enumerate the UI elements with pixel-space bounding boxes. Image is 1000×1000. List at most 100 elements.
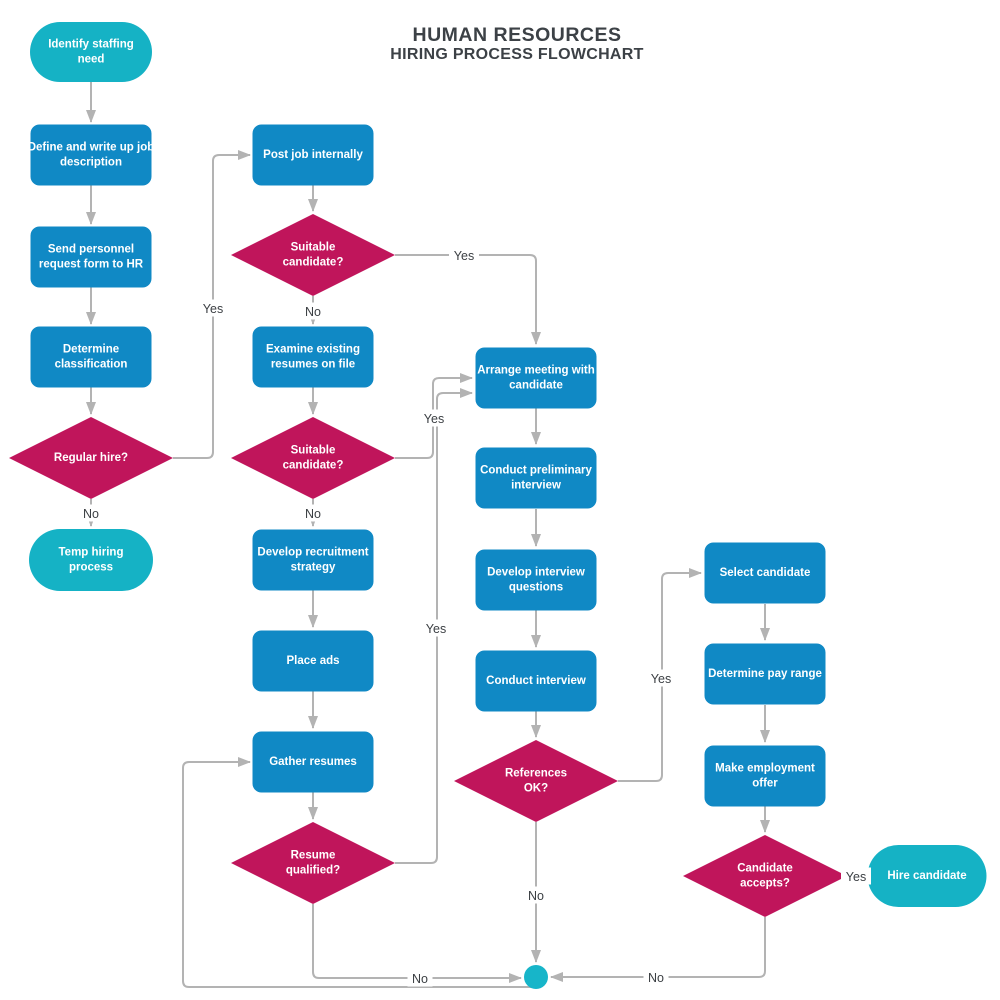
process-shape bbox=[30, 124, 152, 186]
edge-label-bg bbox=[407, 969, 433, 987]
process-shape bbox=[30, 226, 152, 288]
node-label: Hire candidate bbox=[887, 870, 966, 882]
edge-resume-qualified-no bbox=[312, 904, 522, 983]
process-shape bbox=[475, 650, 597, 712]
edge-label-bg bbox=[449, 246, 479, 264]
node-label: Gather resumes bbox=[269, 756, 357, 768]
edge-label-bg bbox=[646, 669, 676, 687]
edge-label-regular-hire-no: No bbox=[78, 504, 104, 522]
decision-shape bbox=[454, 740, 618, 822]
decision-shape bbox=[9, 417, 173, 499]
process-shape bbox=[475, 549, 597, 611]
process-shape bbox=[475, 347, 597, 409]
process-shape bbox=[704, 643, 826, 705]
process-shape bbox=[252, 731, 374, 793]
process-shape bbox=[475, 447, 597, 509]
edge-label-suitable2-yes: Yes bbox=[419, 409, 449, 427]
node-label: Regular hire? bbox=[54, 452, 128, 464]
edge-label-suitable1-yes: Yes bbox=[449, 246, 479, 264]
edge-label-text: Yes bbox=[846, 870, 866, 884]
edge-label-bg bbox=[841, 867, 871, 885]
edge-label-accepts-yes: Yes bbox=[841, 867, 871, 885]
edge-label-resume-qualified-no: No bbox=[407, 969, 433, 987]
decision-shape bbox=[231, 214, 395, 296]
edge-junction-loop-to-gather bbox=[182, 757, 536, 988]
edge-suitable1-yes bbox=[395, 254, 541, 345]
node-conduct-interview: Conduct interview bbox=[475, 650, 597, 712]
edge-label-text: No bbox=[412, 972, 428, 986]
edge-label-accepts-no: No bbox=[643, 968, 669, 986]
process-shape bbox=[252, 630, 374, 692]
edge-label-bg bbox=[198, 299, 228, 317]
decision-shape bbox=[231, 417, 395, 499]
edge-label-suitable1-no: No bbox=[300, 302, 326, 320]
node-hire-candidate: Hire candidate bbox=[867, 845, 987, 907]
edge-label-bg bbox=[523, 886, 549, 904]
node-label: Post job internally bbox=[263, 149, 363, 161]
node-label: Determine pay range bbox=[708, 668, 822, 680]
node-place-ads: Place ads bbox=[252, 630, 374, 692]
junction-dot bbox=[524, 965, 548, 989]
edge-label-text: Yes bbox=[203, 302, 223, 316]
edge-label-text: No bbox=[528, 889, 544, 903]
page-title: HUMAN RESOURCES HIRING PROCESS FLOWCHART bbox=[390, 24, 643, 65]
edge-label-text: No bbox=[648, 971, 664, 985]
node-label: Select candidate bbox=[720, 567, 811, 579]
node-label: Place ads bbox=[286, 655, 339, 667]
terminator-shape bbox=[867, 845, 987, 907]
node-determine-pay-range: Determine pay range bbox=[704, 643, 826, 705]
edge-label-bg bbox=[421, 619, 451, 637]
edge-label-text: No bbox=[305, 507, 321, 521]
node-gather-resumes: Gather resumes bbox=[252, 731, 374, 793]
decision-shape bbox=[683, 835, 847, 917]
edge-label-resume-qualified-yes: Yes bbox=[421, 619, 451, 637]
decision-shape bbox=[231, 822, 395, 904]
terminator-shape bbox=[29, 529, 153, 591]
edge-label-text: Yes bbox=[454, 249, 474, 263]
edge-label-text: Yes bbox=[426, 622, 446, 636]
edge-label-bg bbox=[643, 968, 669, 986]
title-line-1: HUMAN RESOURCES bbox=[412, 24, 622, 46]
edge-label-text: Yes bbox=[424, 412, 444, 426]
process-shape bbox=[252, 326, 374, 388]
node-post-job-internally: Post job internally bbox=[252, 124, 374, 186]
node-label: Conduct interview bbox=[486, 675, 586, 687]
node-select-candidate: Select candidate bbox=[704, 542, 826, 604]
process-shape bbox=[252, 124, 374, 186]
process-shape bbox=[704, 745, 826, 807]
terminator-shape bbox=[30, 22, 152, 82]
edge-label-bg bbox=[300, 302, 326, 320]
edge-label-references-yes: Yes bbox=[646, 669, 676, 687]
node-regular-hire: Regular hire? bbox=[9, 417, 173, 499]
edge-accepts-no bbox=[550, 917, 766, 982]
